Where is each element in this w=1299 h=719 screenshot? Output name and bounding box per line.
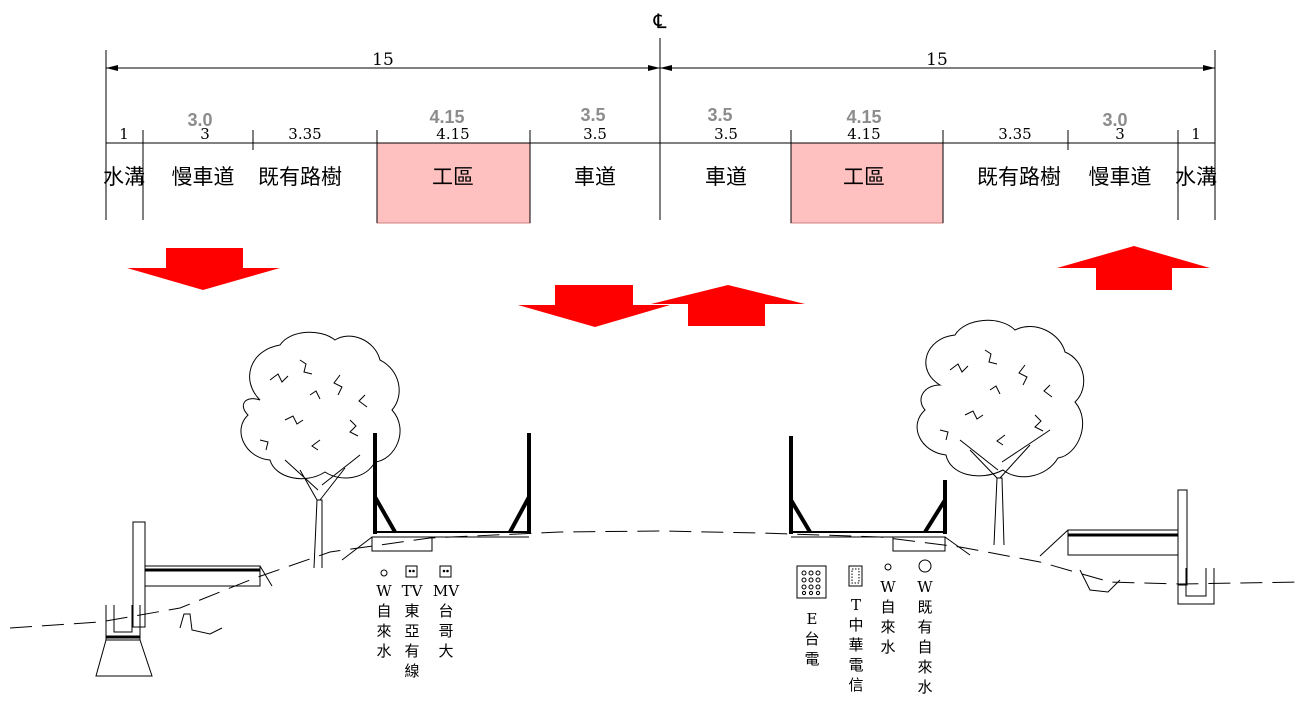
dim-5: 3.5 <box>583 125 607 143</box>
tree-left <box>240 331 401 569</box>
utility-code: W <box>880 578 896 596</box>
lane-dimensions: 1 3 3.35 4.15 3.5 3.5 4.15 3.35 3 1 <box>119 125 1201 143</box>
arrow-up-right <box>1057 246 1210 290</box>
total-width-right: 15 <box>926 50 948 70</box>
lane-road-right: 車道 <box>705 165 747 189</box>
existing-water-pipe-icon <box>918 559 932 573</box>
lane-ditch-left: 水溝 <box>103 165 145 189</box>
dim-9: 3 <box>1115 125 1125 143</box>
grey-dim-5: 4.15 <box>846 107 881 127</box>
utility-name: 自來水 <box>376 602 391 660</box>
utility-name: 台電 <box>804 630 819 668</box>
utility-code: TV <box>402 582 424 600</box>
work-zone-left <box>376 142 531 224</box>
ditch-structure-left <box>95 521 273 677</box>
water-pipe-icon <box>380 569 388 577</box>
grey-dim-6: 3.0 <box>1102 110 1127 130</box>
utility-symbols-right <box>796 559 932 599</box>
utility-code: W <box>376 582 392 600</box>
utility-label-left-0: W 自來水 <box>376 582 392 660</box>
lane-road-left: 車道 <box>574 165 616 189</box>
lane-ditch-right: 水溝 <box>1175 165 1217 189</box>
dim-7: 4.15 <box>847 125 880 143</box>
water-pipe-icon <box>884 563 892 571</box>
lane-workzone-left: 工區 <box>432 165 474 189</box>
cable-tv-icon <box>405 565 418 578</box>
ground-profile <box>9 530 1299 629</box>
work-zone-frame-right <box>789 436 971 556</box>
lane-trees-right: 既有路樹 <box>977 165 1061 189</box>
traffic-arrows <box>127 246 1210 327</box>
dim-8: 3.35 <box>998 125 1031 143</box>
dim-3: 3.35 <box>288 125 321 143</box>
dim-6: 3.5 <box>714 125 738 143</box>
grey-dimension-labels: 3.0 4.15 3.5 3.5 4.15 3.0 <box>187 105 1127 130</box>
utility-code: T <box>851 596 861 614</box>
utility-name: 中華電信 <box>848 616 863 694</box>
utility-name: 東亞有線 <box>404 602 419 680</box>
dim-4: 4.15 <box>436 125 469 143</box>
lane-slow-left: 慢車道 <box>172 165 235 189</box>
dim-2: 3 <box>200 125 210 143</box>
lane-dimension-line <box>106 130 1215 223</box>
utility-label-right-2: W 自來水 <box>880 578 896 656</box>
work-zone-right <box>790 142 944 224</box>
utility-name: 既有自來水 <box>917 598 932 696</box>
arrow-up-center <box>651 285 805 326</box>
utility-name: 自來水 <box>880 598 895 656</box>
lane-trees-left: 既有路樹 <box>258 165 342 189</box>
utility-name: 台哥大 <box>438 602 453 660</box>
lane-slow-right: 慢車道 <box>1089 165 1152 189</box>
utility-symbols-left <box>380 565 452 578</box>
total-width-left: 15 <box>372 50 394 70</box>
arrow-down-center <box>518 285 670 327</box>
utility-code: E <box>807 610 818 628</box>
lane-workzone-right: 工區 <box>843 165 885 189</box>
arrow-down-left <box>127 248 280 290</box>
lane-labels: 水溝 慢車道 既有路樹 工區 車道 車道 工區 既有路樹 慢車道 水溝 <box>103 165 1217 189</box>
total-dimension-lines <box>105 38 1216 220</box>
tree-right <box>916 319 1085 546</box>
utility-label-left-2: MV 台哥大 <box>433 582 460 660</box>
utility-label-right-1: T 中華電信 <box>848 596 863 694</box>
power-cable-icon <box>796 565 827 599</box>
centerline-symbol: ℄ <box>653 9 667 33</box>
telecom-cable-icon <box>848 565 863 587</box>
utility-label-left-1: TV 東亞有線 <box>402 582 424 680</box>
grey-dim-3: 3.5 <box>580 105 605 125</box>
utility-code: MV <box>433 582 460 600</box>
utility-code: W <box>917 578 933 596</box>
dim-10: 1 <box>1191 125 1201 143</box>
mobile-telecom-icon <box>439 565 452 578</box>
dim-1: 1 <box>119 125 129 143</box>
utility-labels: W 自來水 TV 東亞有線 MV 台哥大 E 台電 T 中華電信 W 自來水 W 既有自來水 <box>376 578 933 696</box>
grey-dim-1: 3.0 <box>187 110 212 130</box>
grey-dim-4: 3.5 <box>707 105 732 125</box>
utility-label-right-3: W 既有自來水 <box>917 578 933 696</box>
grey-dim-2: 4.15 <box>429 107 464 127</box>
work-zone-frame-left <box>341 433 531 561</box>
utility-label-right-0: E 台電 <box>804 610 819 668</box>
ditch-structure-right <box>1039 489 1215 605</box>
